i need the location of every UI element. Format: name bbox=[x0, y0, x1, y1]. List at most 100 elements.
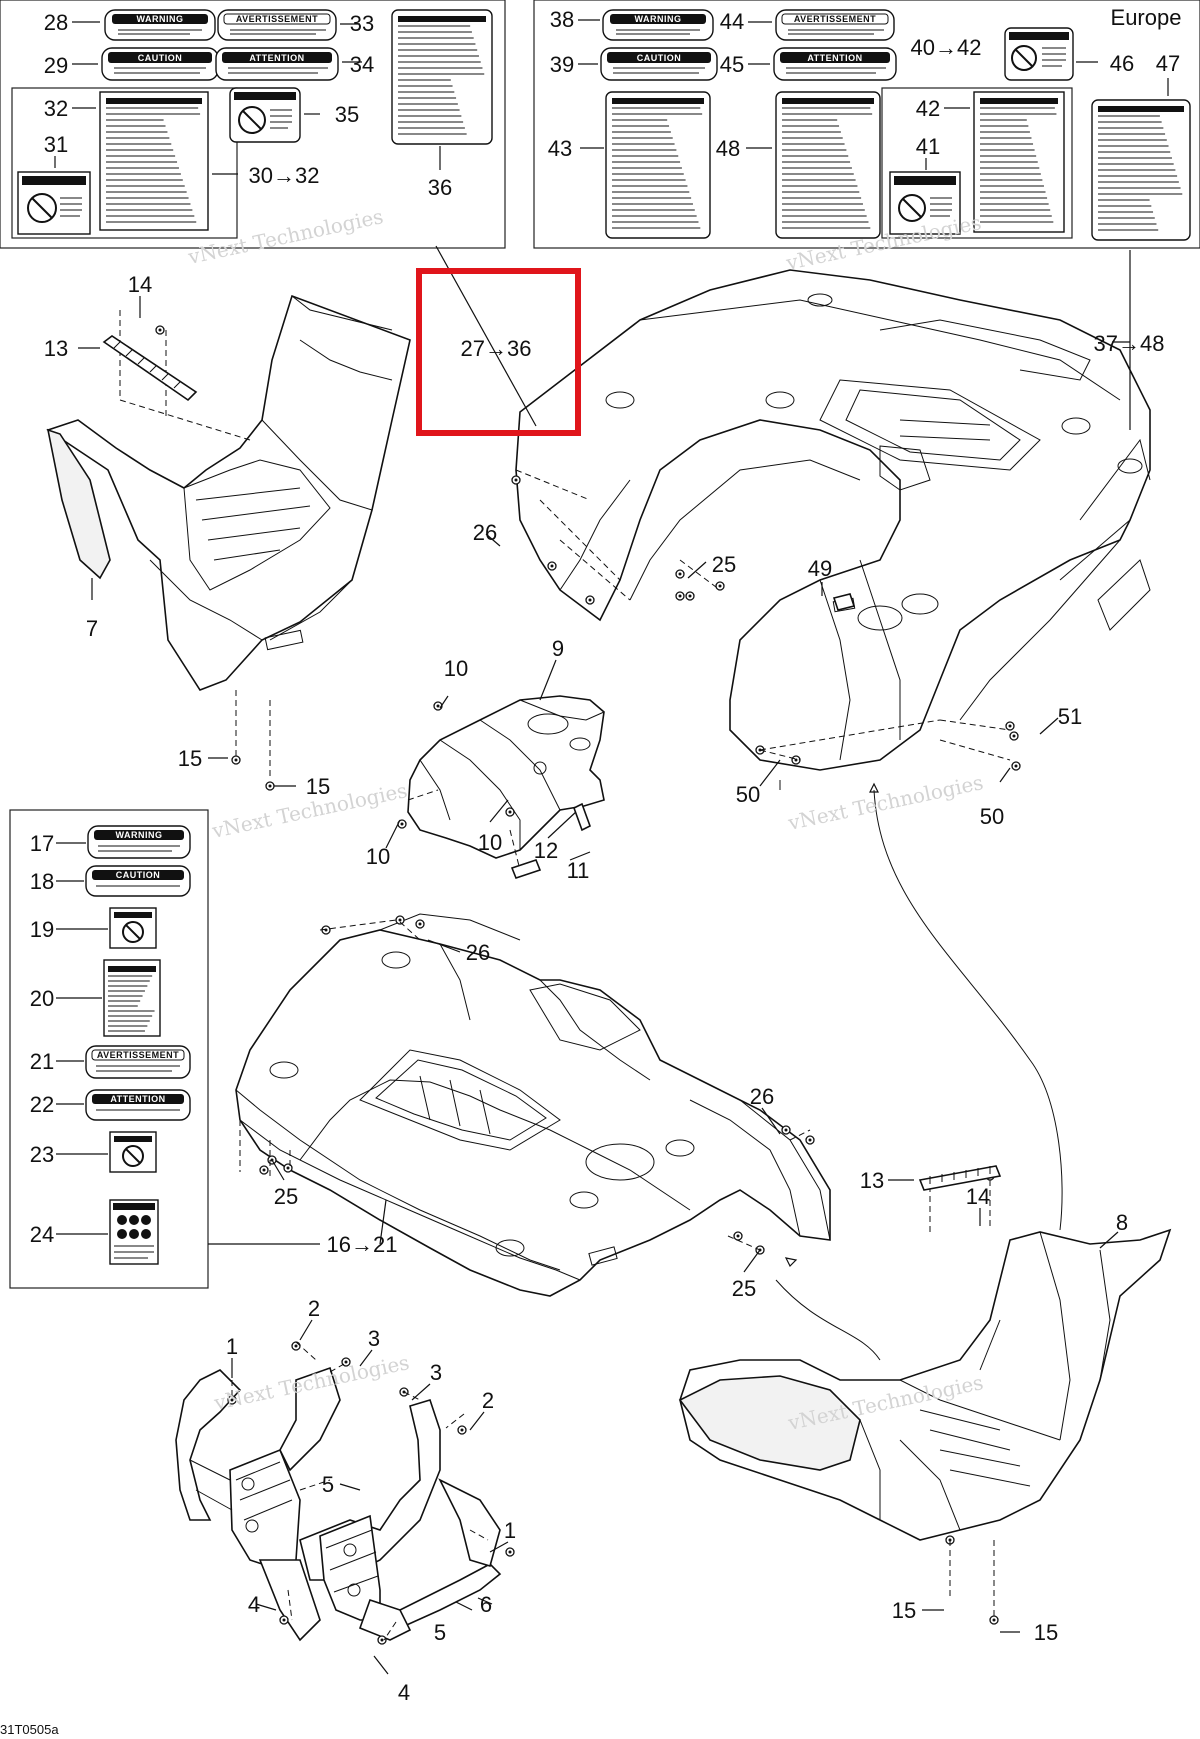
leader-lines bbox=[54, 19, 1169, 1675]
decal-39-text: CAUTION bbox=[637, 53, 682, 63]
callout-33: 33 bbox=[350, 11, 374, 36]
fastener-center bbox=[1014, 764, 1018, 768]
callout-1-b: 1 bbox=[504, 1518, 516, 1543]
callout-12: 12 bbox=[534, 838, 558, 863]
decal-32 bbox=[99, 91, 209, 231]
watermark-1: vNext Technologies bbox=[185, 204, 385, 269]
part-9-panel bbox=[407, 695, 605, 859]
fastener-center bbox=[262, 1168, 266, 1172]
callout-42: 42 bbox=[916, 96, 940, 121]
fastener-center bbox=[550, 564, 554, 568]
decal-23 bbox=[109, 1131, 157, 1173]
decal-column-frame bbox=[9, 809, 209, 1289]
decal-38-text: WARNING bbox=[635, 14, 682, 24]
callout-13-right: 13 bbox=[860, 1168, 884, 1193]
callout-26-a: 26 bbox=[473, 520, 497, 545]
part-49-pad bbox=[832, 593, 856, 611]
callout-22: 22 bbox=[30, 1092, 54, 1117]
callout-28: 28 bbox=[44, 10, 68, 35]
decal-header-bar bbox=[106, 98, 202, 104]
callout-38: 38 bbox=[550, 7, 574, 32]
callout-26-b: 26 bbox=[466, 940, 490, 965]
decal-44-text: AVERTISSEMENT bbox=[794, 14, 876, 24]
fastener-center bbox=[1012, 734, 1016, 738]
callout-8: 8 bbox=[1116, 1210, 1128, 1235]
fastener-center bbox=[794, 758, 798, 762]
callout-34: 34 bbox=[350, 52, 374, 77]
fastener-center bbox=[678, 594, 682, 598]
callout-labels: 28 29 33 34 32 31 35 30→32 36 38 39 44 4… bbox=[0, 5, 1181, 1737]
fastener-center bbox=[398, 918, 402, 922]
callout-48: 48 bbox=[716, 136, 740, 161]
part-13-step-plate-left bbox=[102, 335, 198, 402]
callout-2-a: 2 bbox=[308, 1296, 320, 1321]
callout-50-a: 50 bbox=[736, 782, 760, 807]
fastener-center bbox=[784, 1128, 788, 1132]
callout-50-b: 50 bbox=[980, 804, 1004, 829]
callout-47: 47 bbox=[1156, 51, 1180, 76]
fastener-center bbox=[992, 1618, 996, 1622]
callout-19: 19 bbox=[30, 917, 54, 942]
decal-48 bbox=[775, 91, 881, 239]
decal-20 bbox=[103, 959, 161, 1037]
decal-43 bbox=[605, 91, 711, 239]
fastener-center bbox=[508, 1550, 512, 1554]
callout-40-42: 40→42 bbox=[911, 35, 982, 60]
fastener-center bbox=[508, 810, 512, 814]
callout-43: 43 bbox=[548, 136, 572, 161]
callout-30-32: 30→32 bbox=[249, 163, 320, 188]
region-label-europe: Europe bbox=[1111, 5, 1182, 30]
callout-15-c: 15 bbox=[892, 1598, 916, 1623]
fastener-center bbox=[1008, 724, 1012, 728]
fastener-center bbox=[736, 1234, 740, 1238]
fastener-center bbox=[380, 1638, 384, 1642]
decal-41 bbox=[889, 171, 961, 235]
part-11-clip bbox=[510, 802, 591, 879]
decal-33: AVERTISSEMENT bbox=[217, 9, 337, 41]
fastener-center bbox=[678, 572, 682, 576]
callout-15-a: 15 bbox=[178, 746, 202, 771]
decal-38: WARNING bbox=[602, 9, 714, 41]
decal-kit-right-frame bbox=[533, 0, 1200, 249]
decal-28: WARNING bbox=[104, 9, 216, 41]
callout-13-left: 13 bbox=[44, 336, 68, 361]
fastener-center bbox=[808, 1138, 812, 1142]
decal-29: CAUTION bbox=[101, 47, 219, 81]
callout-25-a: 25 bbox=[712, 552, 736, 577]
decal-22-text: ATTENTION bbox=[110, 1094, 165, 1104]
callout-16-21: 16→21 bbox=[327, 1232, 398, 1257]
part-front-fender bbox=[235, 913, 831, 1297]
callout-15-d: 15 bbox=[1034, 1620, 1058, 1645]
part-7-left-footwell bbox=[46, 294, 411, 691]
decal-21: AVERTISSEMENT bbox=[85, 1045, 191, 1079]
callout-10-a: 10 bbox=[444, 656, 468, 681]
decal-21-text: AVERTISSEMENT bbox=[97, 1050, 179, 1060]
callout-39: 39 bbox=[550, 52, 574, 77]
decal-header-bar bbox=[1098, 106, 1184, 112]
callout-32: 32 bbox=[44, 96, 68, 121]
decal-45-text: ATTENTION bbox=[807, 53, 862, 63]
part-rear-fender bbox=[515, 269, 1151, 771]
callout-45: 45 bbox=[720, 52, 744, 77]
fastener-center bbox=[514, 478, 518, 482]
callout-17: 17 bbox=[30, 831, 54, 856]
decal-header-bar bbox=[108, 966, 156, 972]
fastener-center bbox=[460, 1428, 464, 1432]
callout-4-a: 4 bbox=[248, 1592, 260, 1617]
decal-45: ATTENTION bbox=[773, 47, 897, 81]
callout-24: 24 bbox=[30, 1222, 54, 1247]
decal-kit-right: WARNING CAUTION AVERTISSEMENT ATTENTION bbox=[533, 0, 1200, 249]
callout-3-a: 3 bbox=[368, 1326, 380, 1351]
fastener-center bbox=[282, 1618, 286, 1622]
fastener-center bbox=[418, 922, 422, 926]
fastener-center bbox=[588, 598, 592, 602]
decal-34: ATTENTION bbox=[215, 47, 339, 81]
fastener-center bbox=[400, 822, 404, 826]
decal-18: CAUTION bbox=[85, 865, 191, 897]
callout-1-a: 1 bbox=[226, 1334, 238, 1359]
callout-41: 41 bbox=[916, 134, 940, 159]
decal-17-text: WARNING bbox=[116, 830, 163, 840]
callout-10-b: 10 bbox=[366, 844, 390, 869]
decal-44: AVERTISSEMENT bbox=[775, 9, 895, 41]
